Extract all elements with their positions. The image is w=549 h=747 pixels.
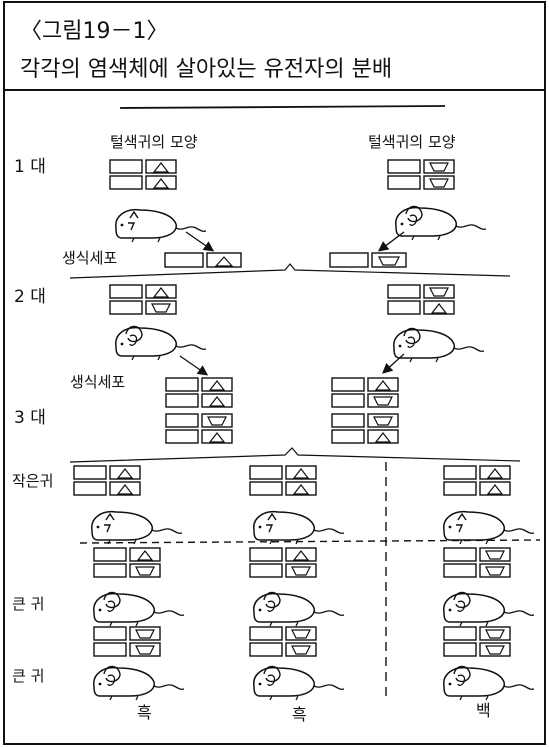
column-label-white: 백: [476, 701, 491, 720]
small-ear-mouse-3: [444, 512, 534, 544]
label-generation-3: 3 대: [14, 408, 46, 428]
gen2-left-chromosomes: [110, 285, 176, 314]
arrow-gen1-left: [186, 232, 212, 250]
small-ear-mouse-2: [254, 512, 344, 544]
big-ear-1-mouse-3: [444, 593, 534, 627]
label-germ-cell-1: 생식세포: [62, 249, 117, 267]
big-ear-1-chromosomes-1: [94, 548, 160, 577]
column-label-black-1: 흑: [137, 703, 152, 722]
label-generation-2: 2 대: [14, 287, 46, 307]
germ-cell-right: [330, 253, 406, 267]
big-ear-1-chromosomes-3: [444, 548, 510, 577]
germ-cell-left: [165, 253, 241, 267]
small-ear-chromosomes-2: [250, 466, 316, 495]
header-ear-shape-left: 털색귀의 모양: [110, 133, 198, 151]
label-germ-cell-2: 생식세포: [70, 373, 125, 391]
big-ear-2-chromosomes-2: [250, 627, 316, 656]
gen1-right-chromosomes: [388, 160, 454, 189]
label-big-ear-1: 큰 귀: [12, 595, 44, 613]
brace-gen3: [70, 448, 520, 462]
big-ear-2-chromosomes-1: [94, 627, 160, 656]
gen3-right-chromosomes: [332, 378, 398, 443]
label-big-ear-2: 큰 귀: [12, 667, 44, 685]
label-small-ear: 작은귀: [12, 472, 53, 490]
gen2-right-mouse: [394, 329, 484, 363]
big-ear-1-mouse-2: [254, 593, 344, 627]
brace-gen1: [70, 264, 510, 278]
small-ear-chromosomes-3: [444, 466, 510, 495]
small-ear-chromosomes-1: [74, 466, 140, 495]
gen2-left-mouse: [116, 327, 206, 361]
column-label-black-2: 흑: [292, 705, 307, 724]
label-generation-1: 1 대: [14, 157, 46, 177]
big-ear-1-mouse-1: [94, 593, 184, 627]
gen2-right-chromosomes: [388, 285, 454, 314]
big-ear-2-mouse-2: [254, 667, 344, 701]
big-ear-1-chromosomes-2: [250, 548, 316, 577]
figure-number: 〈그림19－1〉: [20, 19, 168, 44]
gen1-left-chromosomes: [110, 160, 176, 189]
big-ear-2-chromosomes-3: [444, 627, 510, 656]
arrow-gen2-left: [180, 356, 206, 374]
big-ear-2-mouse-3: [444, 667, 534, 701]
big-ear-2-mouse-1: [94, 667, 184, 701]
figure-title: 각각의 염색체에 살아있는 유전자의 분배: [20, 57, 392, 82]
arrow-gen1-right: [380, 232, 404, 250]
top-rule: [120, 106, 445, 108]
gen1-right-mouse: [396, 207, 486, 241]
header-ear-shape-right: 털색귀의 모양: [368, 133, 456, 151]
arrow-gen2-right: [384, 354, 404, 372]
small-ear-mouse-1: [92, 512, 182, 544]
gen3-left-chromosomes: [166, 378, 232, 443]
